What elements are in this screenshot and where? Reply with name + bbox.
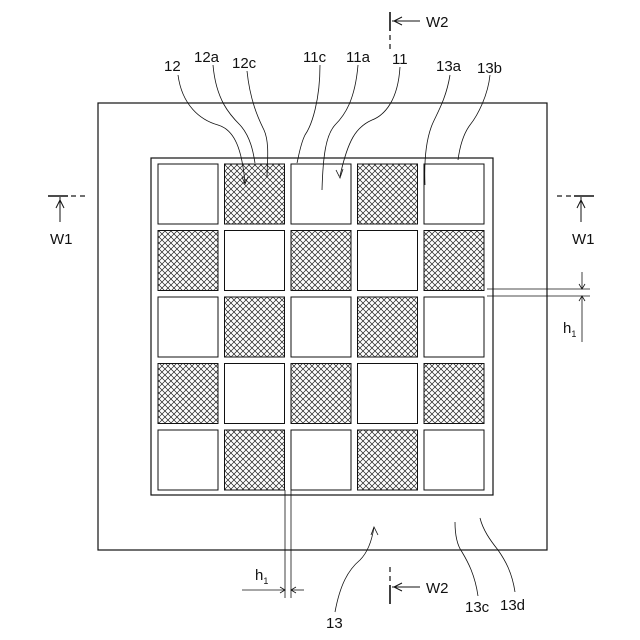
label-11: 11 <box>392 51 408 68</box>
cell-hatched <box>225 297 285 357</box>
cell-blank <box>291 297 351 357</box>
cell-blank <box>225 364 285 424</box>
label-12c: 12c <box>232 55 257 72</box>
cell-grid <box>158 164 484 490</box>
label-13a: 13a <box>436 58 462 75</box>
label-12a: 12a <box>194 49 220 66</box>
label-h1-right: h1 <box>563 320 576 339</box>
cell-hatched <box>291 231 351 291</box>
cell-hatched <box>424 231 484 291</box>
cell-blank <box>291 430 351 490</box>
cell-hatched <box>158 364 218 424</box>
label-13d: 13d <box>500 597 525 614</box>
label-12: 12 <box>164 58 181 75</box>
cell-blank <box>225 231 285 291</box>
label-13c: 13c <box>465 599 490 616</box>
cell-hatched <box>358 164 418 224</box>
cell-blank <box>424 297 484 357</box>
cell-blank <box>158 430 218 490</box>
cell-hatched <box>291 364 351 424</box>
cell-blank <box>358 231 418 291</box>
section-marker-w2-bottom <box>390 567 420 604</box>
label-13b: 13b <box>477 60 502 77</box>
label-11c: 11c <box>303 49 327 66</box>
label-13: 13 <box>326 615 343 632</box>
cell-hatched <box>358 430 418 490</box>
section-marker-w2-top <box>390 12 420 49</box>
cell-blank <box>424 430 484 490</box>
label-h1-bottom: h1 <box>255 567 268 586</box>
cell-blank <box>424 164 484 224</box>
label-w2-top: W2 <box>426 14 449 31</box>
section-marker-w1-right <box>557 196 594 222</box>
cell-blank <box>158 297 218 357</box>
cell-blank <box>158 164 218 224</box>
cell-hatched <box>225 430 285 490</box>
cell-blank <box>358 364 418 424</box>
label-w2-bottom: W2 <box>426 580 449 597</box>
cell-hatched <box>158 231 218 291</box>
cell-hatched <box>424 364 484 424</box>
section-marker-w1-left <box>48 196 85 222</box>
cell-hatched <box>225 164 285 224</box>
label-w1-left: W1 <box>50 231 73 248</box>
label-11a: 11a <box>346 49 371 66</box>
cell-hatched <box>358 297 418 357</box>
label-w1-right: W1 <box>572 231 595 248</box>
